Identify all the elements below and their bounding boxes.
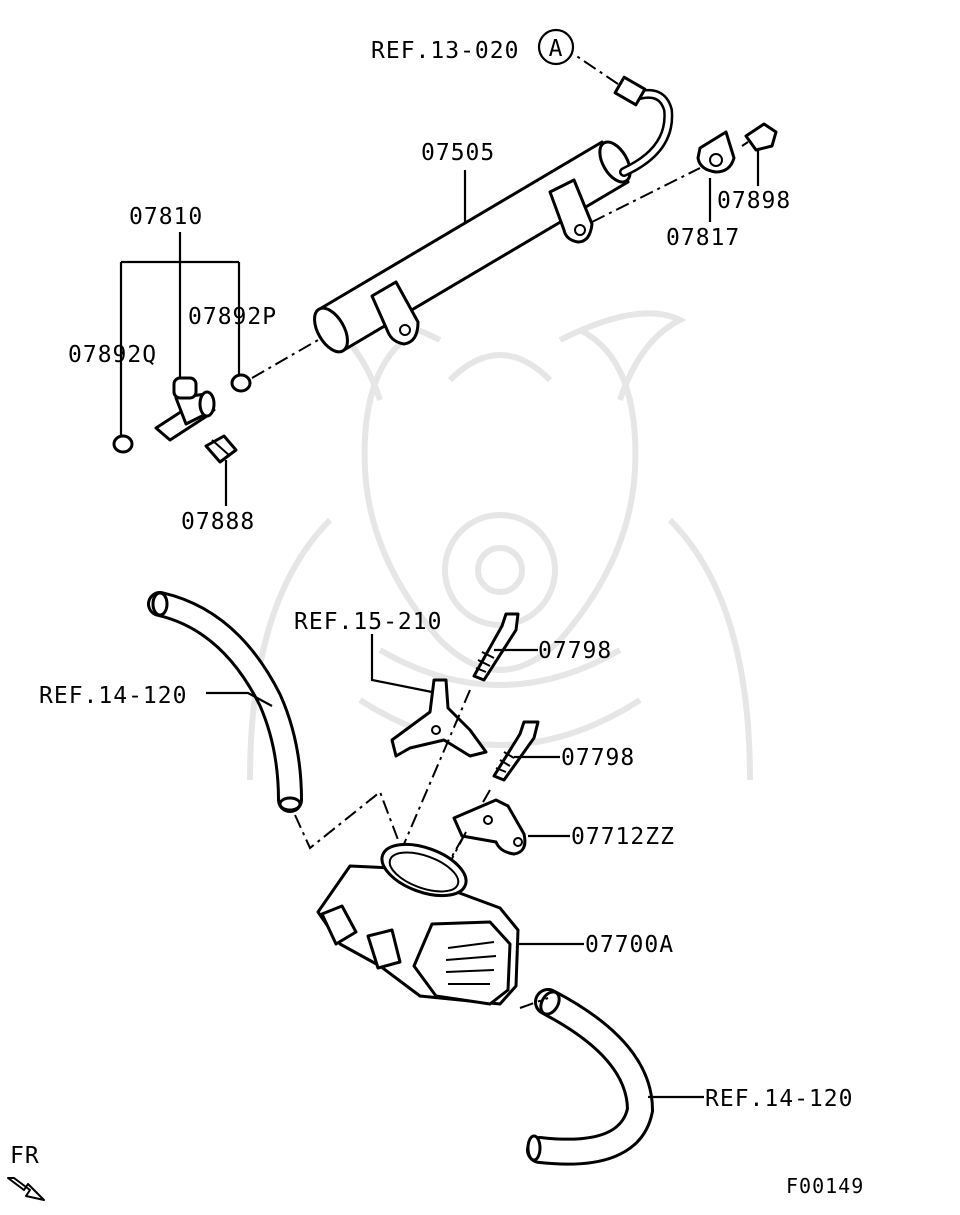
front-direction-label: FR	[10, 1143, 40, 1169]
front-direction-arrow-icon	[7, 1177, 45, 1201]
injector-axis	[251, 339, 319, 379]
watermark-emblem	[247, 310, 753, 781]
hose-axis	[294, 790, 401, 850]
bolt-lower	[492, 720, 540, 782]
label-ref-hose-left: REF.14-120	[39, 683, 187, 709]
gasket-07712ZZ	[452, 798, 527, 856]
diagram-id: F00149	[786, 1174, 864, 1198]
label-throttle-body: 07700A	[585, 932, 674, 958]
rail-bolt-axis	[591, 167, 701, 223]
bolt-upper	[472, 612, 520, 682]
label-ref-bracket: REF.15-210	[294, 609, 442, 635]
label-clip: 07888	[181, 509, 255, 535]
clip-07888	[204, 434, 238, 464]
label-oring-p: 07892P	[188, 304, 277, 330]
callout-a-label: A	[549, 36, 564, 62]
fuel-pipe	[574, 54, 674, 177]
label-ref-hose-right: REF.14-120	[705, 1086, 853, 1112]
fuel-rail	[313, 140, 632, 354]
label-bolt-rail: 07898	[717, 188, 791, 214]
label-bolt-lower: 07798	[561, 745, 635, 771]
label-insulator: 07817	[666, 225, 740, 251]
bracket-ref-15-210	[390, 678, 488, 758]
bolt-07898	[741, 122, 778, 152]
label-gasket: 07712ZZ	[571, 824, 675, 850]
label-oring-q: 07892Q	[68, 342, 157, 368]
oring-q	[112, 434, 134, 454]
label-fuel-rail: 07505	[421, 140, 495, 166]
insulator-07817	[696, 130, 736, 174]
oring-p	[230, 373, 252, 393]
label-injector: 07810	[129, 204, 203, 230]
hose-lower	[526, 988, 655, 1166]
leader-lines	[119, 150, 760, 1099]
label-ref-fuel-line: REF.13-020	[371, 38, 519, 64]
callout-a-circle	[537, 28, 575, 66]
hose-upper	[147, 591, 303, 813]
injector	[154, 376, 216, 442]
throttle-body	[316, 842, 520, 1006]
label-bolt-upper: 07798	[538, 638, 612, 664]
hose-lower-axis	[519, 997, 549, 1009]
